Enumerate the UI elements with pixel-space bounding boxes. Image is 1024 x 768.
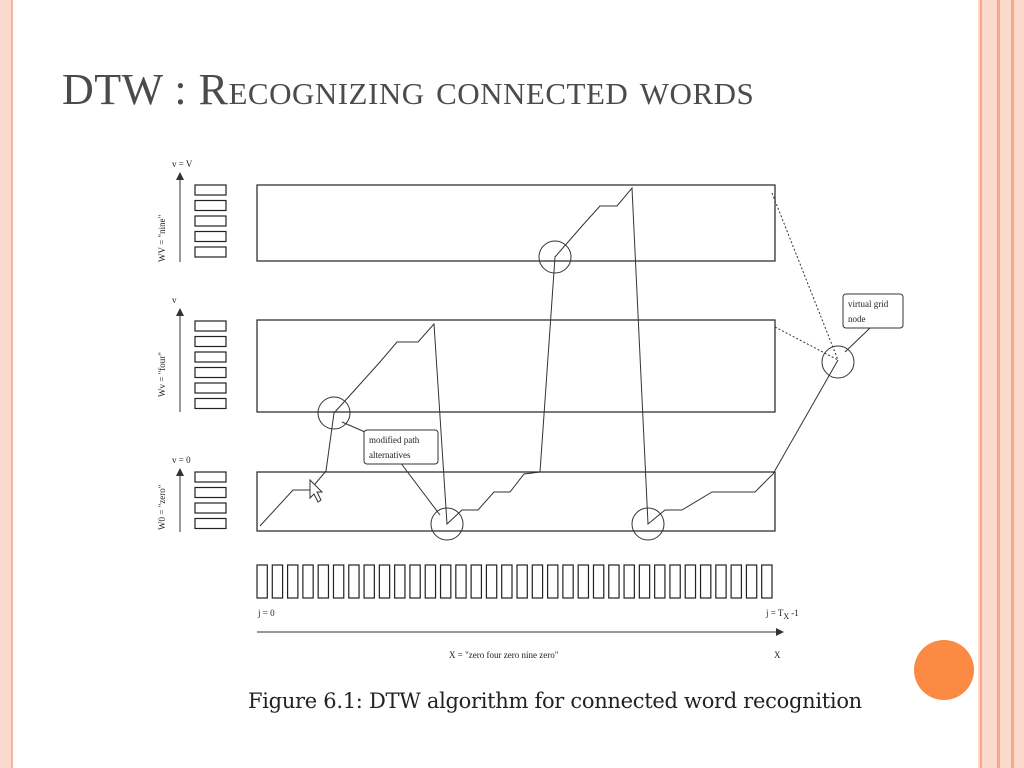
input-frame — [394, 564, 406, 599]
grid-box-four — [256, 319, 776, 413]
template-frame — [194, 471, 227, 483]
callout-text: modified path — [369, 435, 420, 445]
template-frame — [194, 351, 227, 363]
template-frame — [194, 502, 227, 514]
template-frame — [194, 397, 227, 410]
template-frames-nine — [194, 184, 227, 258]
callout-text: alternatives — [369, 450, 411, 460]
row-word-label: W0 = "zero" — [157, 484, 167, 530]
input-frame — [501, 564, 513, 599]
slide-border-stripe — [980, 0, 982, 768]
template-frame — [194, 366, 227, 379]
callout-text: node — [848, 314, 866, 324]
slide-border-stripe — [997, 0, 1000, 768]
input-frame — [455, 564, 467, 599]
input-frame — [271, 564, 284, 599]
transition-circle — [317, 396, 351, 430]
row-word-label: Wv = "four" — [157, 352, 167, 397]
template-frame — [194, 199, 227, 212]
template-frame — [194, 335, 227, 348]
axis-start-label: j = 0 — [257, 608, 275, 618]
callout-leader — [341, 421, 366, 433]
input-frame — [516, 564, 528, 599]
input-frame — [745, 564, 758, 599]
grid-box-nine — [256, 184, 776, 262]
input-frames — [256, 564, 773, 599]
input-frame — [531, 564, 544, 599]
input-frame — [684, 564, 697, 599]
slide-title: DTW : Recognizing connected words — [62, 65, 755, 114]
grid-box-zero — [256, 471, 776, 532]
input-frame — [424, 564, 437, 599]
input-frame — [730, 564, 743, 599]
slide-border-right — [978, 0, 1024, 768]
input-frame — [363, 564, 375, 599]
figure-caption: Figure 6.1: DTW algorithm for connected … — [248, 689, 862, 713]
input-frame — [608, 564, 620, 599]
row-level-label: v — [172, 295, 177, 305]
virtual-node-circle — [821, 345, 855, 379]
template-frame — [194, 517, 227, 530]
warping-path — [259, 186, 839, 527]
input-frame — [409, 564, 421, 599]
row-word-label: WV = "nine" — [157, 214, 167, 262]
callout-virtual-grid — [842, 293, 904, 329]
template-frames-zero — [194, 471, 227, 530]
input-frame — [562, 564, 574, 599]
virtual-link — [774, 326, 839, 361]
input-frame — [286, 564, 299, 599]
slide-border-left — [0, 0, 11, 768]
template-frame — [194, 246, 227, 258]
input-frame — [699, 564, 712, 599]
template-frame — [194, 486, 227, 499]
template-frame — [194, 320, 227, 332]
input-frame — [577, 564, 590, 599]
transition-circle — [538, 240, 572, 274]
slide-border-stripe — [1011, 0, 1014, 768]
callout-leader — [844, 327, 871, 353]
input-frame — [654, 564, 666, 599]
input-frame — [378, 564, 391, 599]
template-frame — [194, 215, 227, 227]
row-level-label: v = 0 — [172, 455, 191, 465]
input-frame — [317, 564, 330, 599]
sequence-label: X = "zero four zero nine zero" — [449, 650, 559, 660]
axis-name: X — [774, 650, 781, 660]
decorative-dot — [914, 640, 974, 700]
input-frame — [348, 564, 360, 599]
row-level-label: v = V — [172, 159, 193, 169]
input-frame — [715, 564, 727, 599]
callout-leader — [399, 461, 441, 516]
template-frame — [194, 184, 227, 196]
input-frame — [302, 564, 314, 599]
input-frame — [256, 564, 268, 599]
input-frame — [439, 564, 452, 599]
transition-circle — [430, 507, 464, 541]
template-frame — [194, 382, 227, 394]
callout-text: virtual grid — [848, 299, 889, 309]
input-frame — [638, 564, 651, 599]
slide-border-left-line — [11, 0, 13, 768]
input-frame — [470, 564, 483, 599]
input-frame — [669, 564, 681, 599]
template-frames-four — [194, 320, 227, 410]
input-frame — [332, 564, 345, 599]
virtual-link — [771, 192, 839, 361]
input-frame — [592, 564, 605, 599]
transition-circle — [631, 507, 665, 541]
axis-end-label: j = TX-1 — [765, 608, 799, 621]
input-frame — [761, 564, 773, 599]
input-frame — [546, 564, 559, 599]
input-frame — [623, 564, 635, 599]
callout-modified-path — [363, 429, 439, 465]
template-frame — [194, 230, 227, 243]
mouse-cursor-icon — [309, 478, 324, 503]
input-frame — [485, 564, 498, 599]
